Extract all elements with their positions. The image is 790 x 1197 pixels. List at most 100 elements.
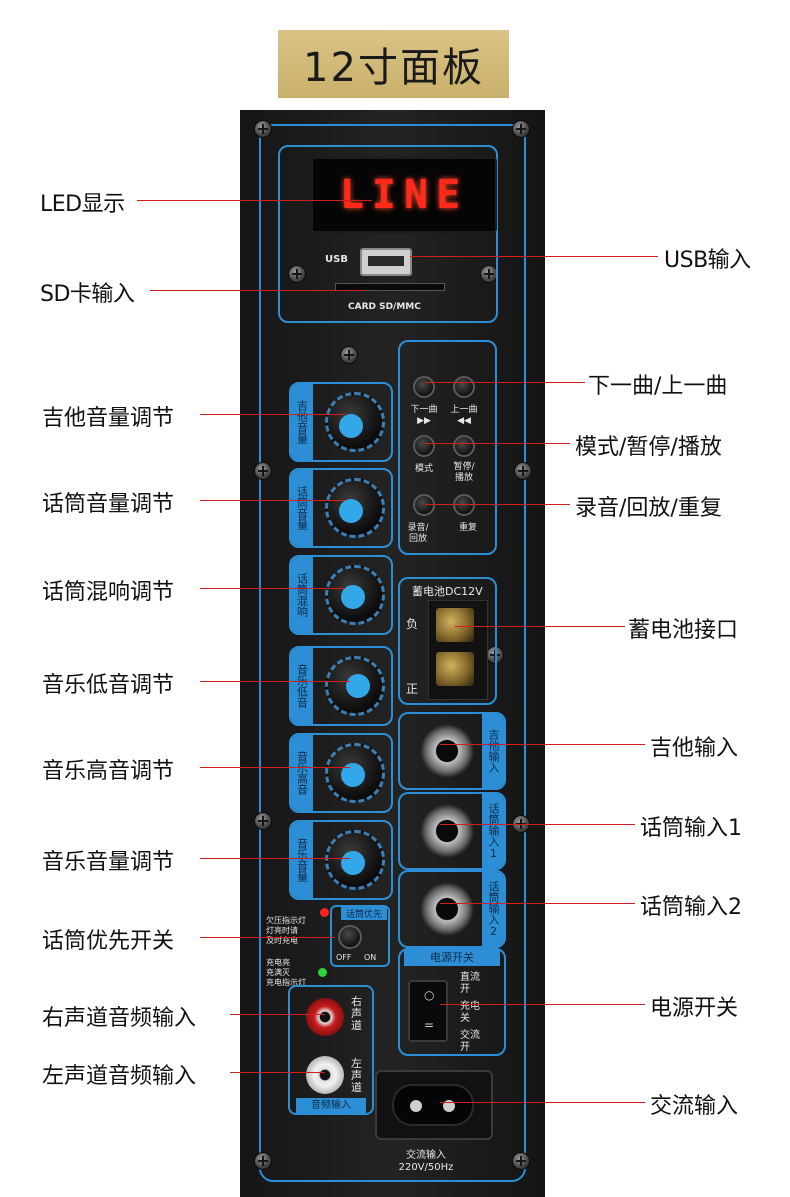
audio-input-title: 音频输入 bbox=[296, 1098, 366, 1113]
callout-left-input: 左声道音频输入 bbox=[42, 1064, 197, 1089]
music-volume-knob[interactable] bbox=[325, 830, 385, 890]
usb-port[interactable] bbox=[360, 248, 412, 276]
prev-track-button[interactable] bbox=[453, 376, 475, 398]
record-playback-button[interactable] bbox=[413, 494, 435, 516]
callout-line bbox=[200, 681, 350, 682]
bass-knob[interactable] bbox=[325, 656, 385, 716]
callout-mic-priority: 话筒优先开关 bbox=[42, 929, 175, 954]
guitar-volume-knob[interactable] bbox=[325, 392, 385, 452]
repeat-button[interactable] bbox=[453, 494, 475, 516]
charge-off-label: 充电关 bbox=[460, 1001, 480, 1024]
callout-line bbox=[200, 858, 350, 859]
ac-on-label: 交流开 bbox=[460, 1030, 480, 1053]
screw-icon bbox=[288, 265, 306, 283]
mic-priority-switch[interactable] bbox=[338, 925, 362, 949]
jack-label: 吉他输入 bbox=[482, 714, 504, 788]
callout-line bbox=[150, 290, 365, 291]
callout-line bbox=[410, 256, 658, 257]
callout-guitar-input: 吉他输入 bbox=[650, 736, 739, 761]
callout-mode: 模式/暂停/播放 bbox=[575, 435, 722, 460]
knob-label: 话筒混响 bbox=[291, 557, 313, 633]
off-label: OFF bbox=[336, 953, 352, 962]
next-track-button[interactable] bbox=[413, 376, 435, 398]
low-voltage-text: 欠压指示灯 灯亮时请 及时充电 bbox=[266, 916, 306, 945]
positive-terminal-icon bbox=[436, 652, 474, 686]
ac-inlet-socket[interactable] bbox=[392, 1084, 474, 1126]
dc-on-label: 直流开 bbox=[460, 972, 480, 995]
guitar-volume-knob-box: 吉他音量 bbox=[289, 382, 393, 462]
mic-input-2-jack[interactable] bbox=[420, 882, 474, 936]
mic-priority-box bbox=[330, 905, 390, 967]
media-module bbox=[278, 145, 498, 323]
battery-terminal-box bbox=[398, 577, 497, 705]
usb-label: USB bbox=[325, 254, 348, 265]
screw-icon bbox=[254, 812, 272, 830]
mic-volume-knob[interactable] bbox=[325, 478, 385, 538]
callout-line bbox=[200, 767, 350, 768]
callout-line bbox=[200, 414, 345, 415]
negative-label: 负 bbox=[406, 617, 419, 631]
negative-terminal-icon bbox=[436, 608, 474, 642]
knob-label: 吉他音量 bbox=[291, 384, 313, 460]
callout-line bbox=[440, 824, 635, 825]
callout-line bbox=[440, 903, 635, 904]
ac-inlet-label: 交流输入 220V/50Hz bbox=[398, 1150, 454, 1173]
knob-label: 音乐高音 bbox=[291, 735, 313, 811]
callout-mic-input-1: 话筒输入1 bbox=[640, 816, 742, 841]
callout-right-input: 右声道音频输入 bbox=[42, 1006, 197, 1031]
mic-reverb-knob[interactable] bbox=[325, 565, 385, 625]
callout-mic-input-2: 话筒输入2 bbox=[640, 895, 742, 920]
sd-card-slot[interactable] bbox=[335, 283, 445, 291]
pause-play-label: 暂停/ 播放 bbox=[453, 462, 475, 483]
callout-sd-input: SD卡输入 bbox=[40, 282, 135, 307]
mic-volume-knob-box: 话筒音量 bbox=[289, 468, 393, 548]
battery-title: 蓄电池DC12V bbox=[412, 585, 483, 598]
callout-line bbox=[455, 626, 625, 627]
guitar-input-jack[interactable] bbox=[420, 724, 474, 778]
screw-icon bbox=[254, 462, 272, 480]
jack-label: 话筒输入1 bbox=[482, 794, 504, 868]
mode-button[interactable] bbox=[413, 435, 435, 457]
mic-input-1-jack[interactable] bbox=[420, 804, 474, 858]
mic-reverb-knob-box: 话筒混响 bbox=[289, 555, 393, 635]
left-channel-rca[interactable] bbox=[306, 1056, 344, 1094]
treble-knob[interactable] bbox=[325, 743, 385, 803]
music-volume-knob-box: 音乐音量 bbox=[289, 820, 393, 900]
mic-priority-title: 话筒优先 bbox=[341, 907, 387, 920]
right-channel-rca[interactable] bbox=[306, 998, 344, 1036]
right-channel-label: 右声道 bbox=[351, 995, 362, 1032]
callout-line bbox=[200, 588, 345, 589]
audio-input-box bbox=[288, 985, 374, 1115]
positive-label: 正 bbox=[406, 682, 419, 696]
screw-icon bbox=[254, 120, 272, 138]
callout-line bbox=[440, 1102, 645, 1103]
callout-line bbox=[230, 1072, 325, 1073]
callout-line bbox=[425, 443, 570, 444]
callout-battery: 蓄电池接口 bbox=[628, 618, 739, 643]
power-switch-box bbox=[398, 948, 506, 1056]
playback-controls bbox=[398, 340, 497, 555]
bass-knob-box: 音乐低音 bbox=[289, 646, 393, 726]
page-title: 12寸面板 bbox=[278, 30, 509, 98]
callout-guitar-volume: 吉他音量调节 bbox=[42, 406, 175, 431]
callout-treble: 音乐高音调节 bbox=[42, 759, 175, 784]
pause-play-button[interactable] bbox=[453, 435, 475, 457]
ac-pin-icon bbox=[410, 1100, 422, 1112]
jack-label: 话筒输入2 bbox=[482, 872, 504, 946]
mic-input-2-box: 话筒输入2 bbox=[398, 870, 506, 948]
panel-border bbox=[259, 124, 526, 1182]
repeat-label: 重复 bbox=[458, 523, 477, 533]
callout-line bbox=[440, 744, 645, 745]
power-rocker-switch[interactable]: ○ = bbox=[408, 980, 448, 1042]
callout-line bbox=[440, 1004, 645, 1005]
screw-icon bbox=[254, 1152, 272, 1170]
callout-line bbox=[425, 504, 570, 505]
next-track-label: 下一曲 ▶▶ bbox=[410, 405, 438, 426]
guitar-input-box: 吉他输入 bbox=[398, 712, 506, 790]
charge-led bbox=[318, 968, 327, 977]
callout-music-volume: 音乐音量调节 bbox=[42, 850, 175, 875]
knob-label: 音乐音量 bbox=[291, 822, 313, 898]
mode-label: 模式 bbox=[414, 464, 433, 474]
callout-mic-volume: 话筒音量调节 bbox=[42, 492, 175, 517]
ac-pin-icon bbox=[443, 1100, 455, 1112]
